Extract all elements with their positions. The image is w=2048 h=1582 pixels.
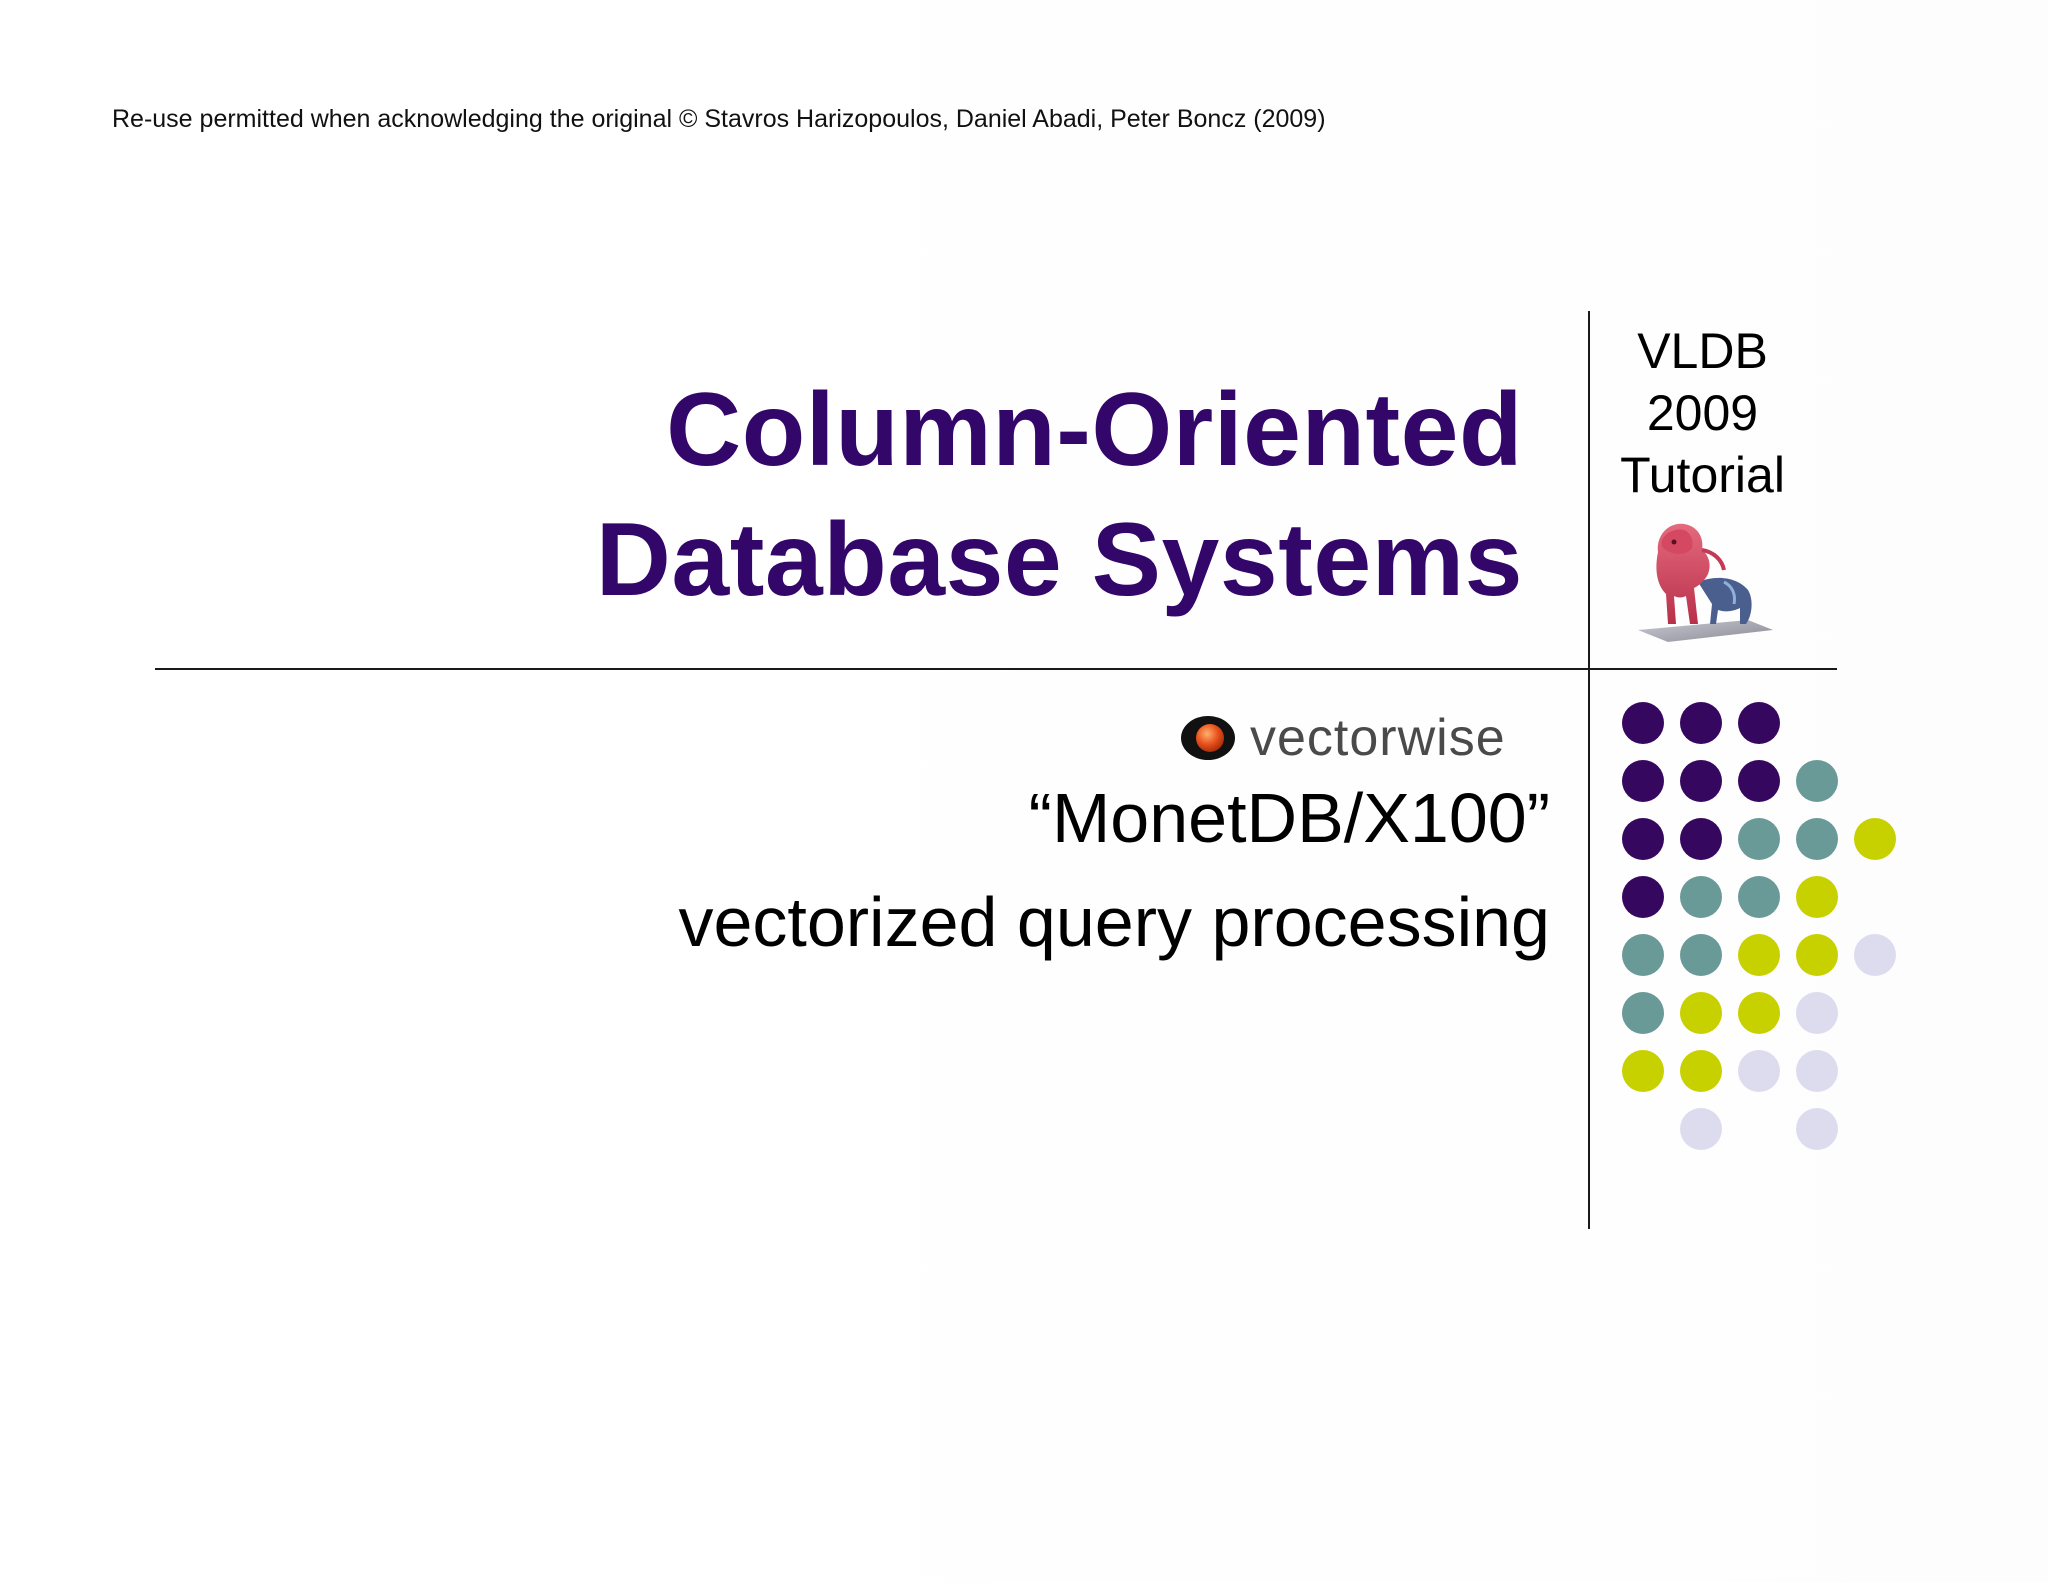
- dot-teal: [1738, 876, 1780, 918]
- dot-lime: [1796, 934, 1838, 976]
- slide-title-line-2: Database Systems: [595, 502, 1523, 618]
- dot-lavender: [1796, 1108, 1838, 1150]
- vectorwise-logo-text: vectorwise: [1250, 709, 1506, 767]
- dot-purple: [1738, 760, 1780, 802]
- dot-teal: [1680, 876, 1722, 918]
- lion-statue-image: [1638, 523, 1773, 642]
- dot-teal: [1796, 818, 1838, 860]
- dot-lime: [1680, 1050, 1722, 1092]
- decorative-dot-grid: [1622, 702, 1902, 1162]
- dot-lavender: [1680, 1108, 1722, 1150]
- dot-purple: [1680, 760, 1722, 802]
- subtitle-vectorized: vectorized query processing: [678, 883, 1550, 961]
- dot-teal: [1680, 934, 1722, 976]
- vertical-divider: [1588, 311, 1590, 1229]
- dot-lavender: [1738, 1050, 1780, 1092]
- dot-purple: [1622, 818, 1664, 860]
- event-label-line-1: VLDB: [1637, 323, 1768, 379]
- event-label-line-2: 2009: [1646, 385, 1759, 441]
- dot-lavender: [1796, 992, 1838, 1034]
- dot-lime: [1854, 818, 1896, 860]
- vectorwise-logo-icon: [1181, 716, 1235, 760]
- dot-lime: [1680, 992, 1722, 1034]
- dot-lime: [1738, 992, 1780, 1034]
- dot-purple: [1680, 702, 1722, 744]
- copyright-notice: Re-use permitted when acknowledging the …: [112, 105, 1326, 133]
- dot-lime: [1796, 876, 1838, 918]
- dot-lavender: [1796, 1050, 1838, 1092]
- dot-lime: [1622, 1050, 1664, 1092]
- dot-purple: [1738, 702, 1780, 744]
- dot-teal: [1622, 992, 1664, 1034]
- dot-purple: [1680, 818, 1722, 860]
- dot-teal: [1796, 760, 1838, 802]
- event-label: VLDB 2009 Tutorial: [1590, 320, 1815, 506]
- dot-lime: [1738, 934, 1780, 976]
- dot-purple: [1622, 876, 1664, 918]
- subtitle-monetdb: “MonetDB/X100”: [1028, 779, 1550, 857]
- event-label-line-3: Tutorial: [1620, 447, 1785, 503]
- dot-lavender: [1854, 934, 1896, 976]
- dot-teal: [1622, 934, 1664, 976]
- slide-title-line-1: Column-Oriented: [666, 372, 1523, 488]
- slide-title: Column-Oriented Database Systems: [596, 365, 1523, 625]
- horizontal-divider: [155, 668, 1837, 670]
- dot-teal: [1738, 818, 1780, 860]
- vectorwise-logo: vectorwise: [1180, 708, 1506, 768]
- dot-purple: [1622, 760, 1664, 802]
- dot-purple: [1622, 702, 1664, 744]
